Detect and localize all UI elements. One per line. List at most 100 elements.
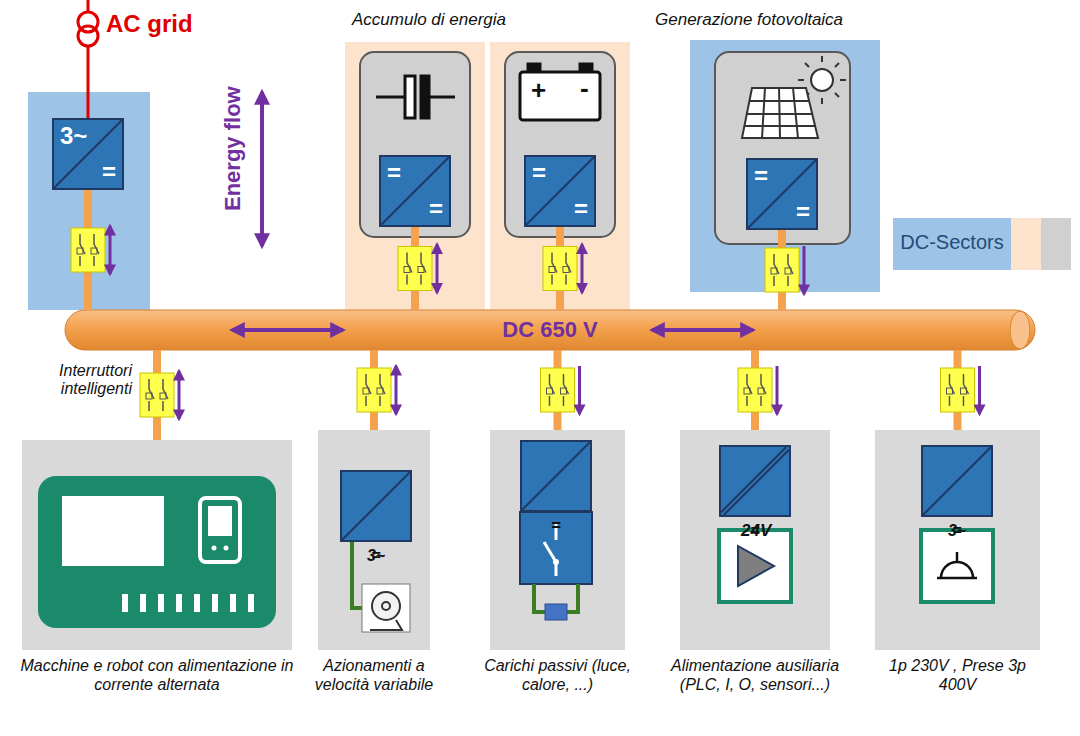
load-housings bbox=[318, 430, 430, 650]
machine-illustration bbox=[212, 546, 217, 551]
smart-breaker bbox=[941, 368, 975, 412]
legend-text: DC-Sectors bbox=[897, 231, 1007, 254]
breaker-label: Interruttori intelligenti bbox=[4, 362, 132, 399]
smart-breaker bbox=[77, 248, 83, 254]
motor-symbol bbox=[352, 542, 410, 632]
converter-diagonal bbox=[381, 157, 449, 225]
converter-box: =24V bbox=[719, 445, 791, 517]
smart-breaker bbox=[765, 248, 799, 292]
smart-breaker bbox=[758, 388, 764, 394]
machine-illustration bbox=[38, 476, 276, 628]
smart-breaker bbox=[71, 228, 105, 272]
pv-panel-symbol bbox=[840, 79, 846, 81]
smart-breaker bbox=[549, 267, 555, 273]
smart-breaker bbox=[140, 373, 174, 417]
caption-text: Macchine e robot con alimentazione in co… bbox=[11, 656, 303, 694]
smart-breaker bbox=[961, 388, 967, 394]
pv-panel-symbol bbox=[779, 88, 780, 138]
switch-resistor-symbol bbox=[544, 542, 556, 562]
smart-breaker bbox=[563, 396, 565, 406]
sector-panels bbox=[490, 42, 630, 310]
smart-breaker bbox=[365, 396, 367, 406]
caption-text: Alimentazione ausiliaria (PLC, I, O, sen… bbox=[665, 656, 845, 694]
converter-diagonal bbox=[748, 160, 816, 228]
smart-breaker bbox=[357, 368, 391, 412]
pv-panel-symbol bbox=[744, 88, 815, 138]
smart-breaker bbox=[404, 267, 410, 273]
smart-breaker bbox=[549, 396, 551, 406]
smart-breaker bbox=[377, 388, 383, 394]
transformer-symbol bbox=[78, 26, 98, 46]
smart-breaker bbox=[148, 401, 150, 411]
caption-text: 1p 230V , Prese 3p 400V bbox=[883, 656, 1033, 694]
pv-panel-symbol bbox=[742, 88, 818, 138]
converter-diagonal bbox=[923, 447, 991, 515]
transformer-symbol bbox=[87, 0, 90, 12]
pv-panel-symbol bbox=[805, 63, 809, 67]
bus-connection bbox=[398, 227, 437, 310]
machine-illustration bbox=[224, 546, 229, 551]
smart-breaker bbox=[543, 247, 577, 291]
flow-arrow bbox=[178, 371, 181, 419]
grid-label: AC grid bbox=[106, 10, 193, 38]
flow-arrow bbox=[436, 245, 439, 293]
bus-connection bbox=[738, 350, 777, 430]
converter-diagonal bbox=[526, 157, 594, 225]
converter-diagonal bbox=[923, 447, 991, 515]
machine-illustration bbox=[176, 594, 182, 612]
smart-breaker bbox=[398, 247, 432, 291]
smart-breaker bbox=[771, 268, 777, 274]
smart-breaker bbox=[551, 275, 553, 285]
machine-illustration bbox=[212, 594, 218, 612]
socket-symbol bbox=[921, 530, 993, 602]
smart-breaker bbox=[93, 256, 95, 266]
smart-breaker bbox=[773, 276, 775, 286]
machine-illustration bbox=[194, 594, 200, 612]
sector-heading: Accumulo di energia bbox=[352, 10, 506, 30]
converter-diagonal bbox=[54, 120, 122, 188]
converter-diagonal bbox=[721, 447, 786, 512]
legend-swatch bbox=[893, 218, 1011, 270]
smart-breaker bbox=[785, 268, 791, 274]
load-box: Carichi passivi (luce, calore, ...)== bbox=[490, 430, 625, 650]
socket-symbol bbox=[921, 530, 993, 602]
capacitor-symbol bbox=[429, 96, 455, 99]
load-box: Azionamenti a velocità variabile=3~ bbox=[318, 430, 430, 650]
machine-illustration bbox=[200, 498, 240, 562]
load-box: Alimentazione ausiliaria (PLC, I, O, sen… bbox=[680, 430, 830, 650]
dc-bus: DC 650 V bbox=[65, 310, 1035, 350]
smart-breaker bbox=[561, 388, 567, 394]
smart-breaker bbox=[787, 276, 789, 286]
socket-symbol bbox=[956, 552, 959, 562]
socket-symbol bbox=[937, 552, 977, 578]
load-housings bbox=[22, 430, 1040, 650]
converter-diagonal bbox=[522, 442, 590, 510]
smart-breaker bbox=[765, 248, 799, 292]
sector-heading: Generazione fotovoltaica bbox=[655, 10, 843, 30]
legend-swatch-extra bbox=[1041, 218, 1071, 270]
smart-breaker bbox=[949, 396, 951, 406]
smart-breaker bbox=[738, 368, 772, 412]
converter-symbol-text: = bbox=[952, 521, 961, 540]
pv-panel-symbol bbox=[798, 79, 804, 81]
switch-resistor-symbol bbox=[553, 559, 559, 565]
socket-symbol bbox=[937, 577, 977, 580]
smart-breaker bbox=[140, 373, 174, 417]
smart-breaker bbox=[760, 396, 762, 406]
pv-panel-symbol bbox=[821, 98, 823, 104]
converter-box: =3~ bbox=[921, 445, 993, 517]
legend-swatch-extra bbox=[1011, 218, 1041, 270]
smart-breaker bbox=[563, 267, 569, 273]
caption-text: Carichi passivi (luce, calore, ...) bbox=[463, 656, 653, 694]
aux-supply-symbol bbox=[719, 530, 791, 602]
converter-diagonal bbox=[748, 160, 816, 228]
pv-panel-symbol bbox=[821, 56, 823, 62]
machine-illustration bbox=[122, 594, 128, 612]
sector-panels bbox=[28, 40, 880, 310]
converter-box: == bbox=[379, 155, 451, 227]
battery-symbol bbox=[520, 72, 600, 120]
polarity-sign: + bbox=[531, 76, 546, 106]
bus-connection bbox=[357, 350, 396, 430]
converter-symbol-text: = bbox=[371, 546, 380, 565]
smart-breaker bbox=[738, 368, 772, 412]
